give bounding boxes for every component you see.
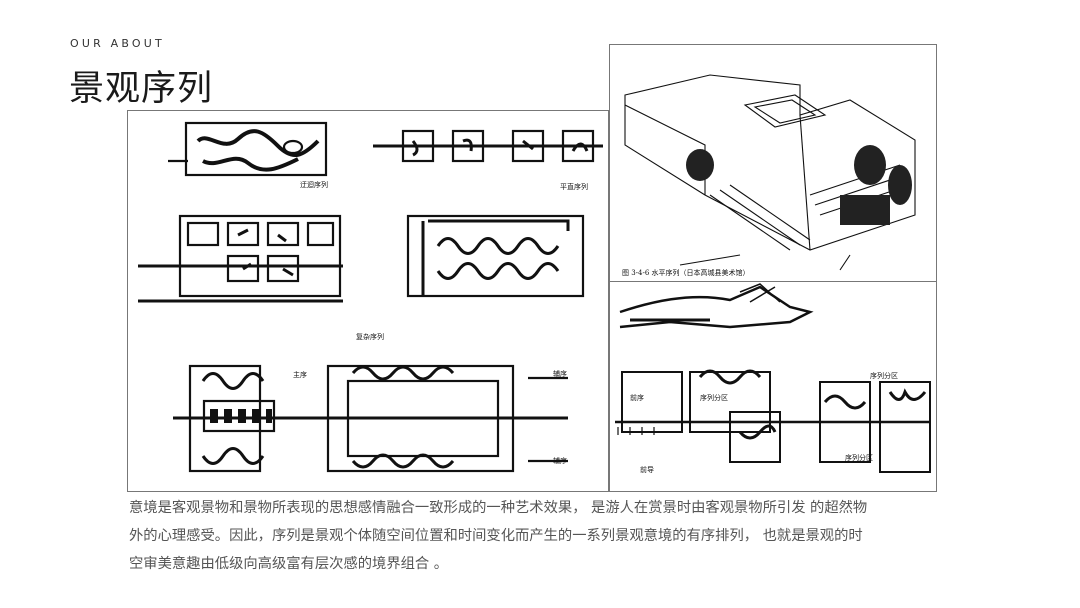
label-partition-3: 序列分区 [845,453,873,462]
museum-perspective-drawing: 图 3-4-6 水平序列（日本高城县美术馆） [622,74,916,277]
body-paragraph: 意境是客观景物和景物所表现的思想感情融合一致形成的一种艺术效果， 是游人在赏景时… [129,494,944,578]
architecture-illustration: 图 3-4-6 水平序列（日本高城县美术馆） [609,44,937,282]
body-line-3: 空审美意趣由低级向高级富有层次感的境界组合 。 [129,556,449,572]
label-aux-sequence-1: 辅序 [553,369,567,378]
sequence-diagram-right: 前序 序列分区 序列分区 序列分区 前导 [609,281,937,492]
figure-caption: 图 3-4-6 水平序列（日本高城县美术馆） [622,268,750,277]
label-complex-sequence: 复杂序列 [356,332,384,341]
sequence-partition-drawing: 前序 序列分区 序列分区 序列分区 前导 [615,283,931,474]
body-line-1: 意境是客观景物和景物所表现的思想感情融合一致形成的一种艺术效果， 是游人在赏景时… [129,500,868,516]
label-pre-sequence: 前序 [630,393,644,402]
eyebrow-label: OUR ABOUT [70,37,165,50]
label-aux-sequence-2: 辅序 [553,456,567,465]
body-line-2: 外的心理感受。因此，序列是景观个体随空间位置和时间变化而产生的一系列景观意境的有… [129,528,863,544]
sequence-diagrams-illustration: 迂迴序列 平直序列 复杂序列 主序 辅序 辅序 [138,121,603,473]
label-lead: 前导 [640,465,654,474]
label-partition-1: 序列分区 [700,393,728,402]
label-straight-sequence: 平直序列 [560,182,588,191]
label-winding-sequence: 迂迴序列 [300,180,328,189]
page-title: 景观序列 [69,69,214,109]
label-partition-2: 序列分区 [870,371,898,380]
label-main-sequence: 主序 [293,370,307,379]
sequence-diagram-left: 迂迴序列 平直序列 复杂序列 主序 辅序 辅序 [127,110,609,492]
